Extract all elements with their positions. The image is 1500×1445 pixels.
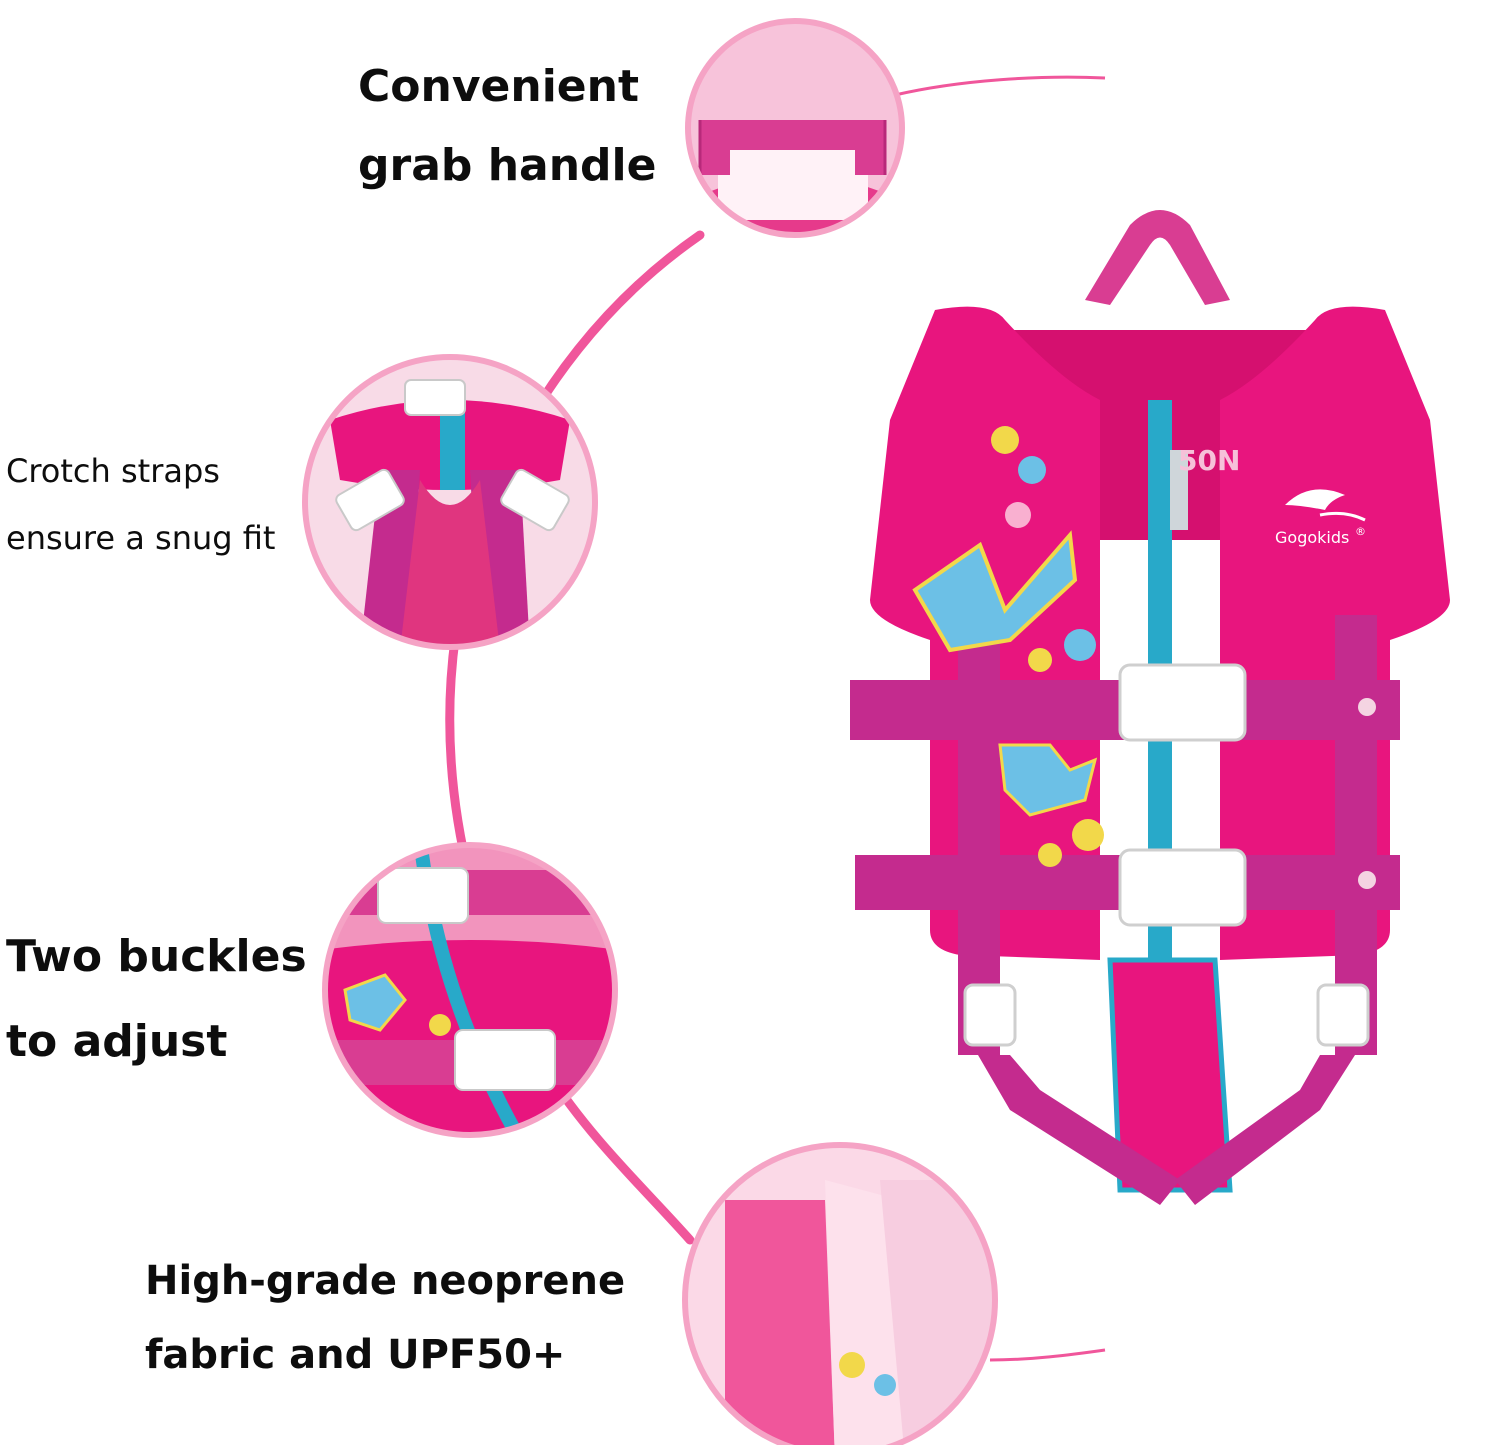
grab-handle-detail-circle — [685, 18, 905, 238]
vest-upper-buckle — [1118, 663, 1247, 742]
caption-fabric: High-grade neoprene fabric and UPF50+ — [145, 1255, 625, 1381]
caption-grab-handle-line1: Convenient — [358, 61, 639, 112]
caption-crotch-straps: Crotch straps ensure a snug fit — [6, 438, 275, 572]
connector-arc-top — [894, 75, 1106, 97]
buckles-detail-circle — [322, 842, 618, 1138]
butterfly-decoration — [912, 530, 1078, 653]
caption-crotch-straps-line2: ensure a snug fit — [6, 519, 276, 558]
vest-grab-handle — [1085, 210, 1230, 305]
caption-buckles-line1: Two buckles — [6, 931, 307, 982]
vest-lower-buckle — [1118, 848, 1247, 927]
connector-arc — [445, 230, 705, 1245]
caption-buckles-line2: to adjust — [6, 1016, 228, 1068]
crotch-straps-detail-circle — [302, 354, 598, 650]
life-vest-illustration — [850, 210, 1450, 1205]
caption-fabric-line2: fabric and UPF50+ — [145, 1332, 566, 1378]
caption-grab-handle: Convenient grab handle — [358, 58, 656, 194]
caption-grab-handle-line2: grab handle — [358, 140, 657, 192]
caption-crotch-straps-line1: Crotch straps — [6, 452, 220, 490]
vest-brand-mark: ® — [1355, 525, 1366, 538]
caption-buckles: Two buckles to adjust — [6, 928, 307, 1070]
dolphin-logo-icon — [1285, 489, 1345, 510]
vest-label-text: 50N — [1178, 444, 1240, 477]
fabric-detail-circle — [682, 1142, 998, 1445]
caption-fabric-line1: High-grade neoprene — [145, 1258, 626, 1304]
connector-arc-bottom — [989, 1348, 1106, 1362]
vest-brand-text: Gogokids — [1275, 528, 1349, 547]
